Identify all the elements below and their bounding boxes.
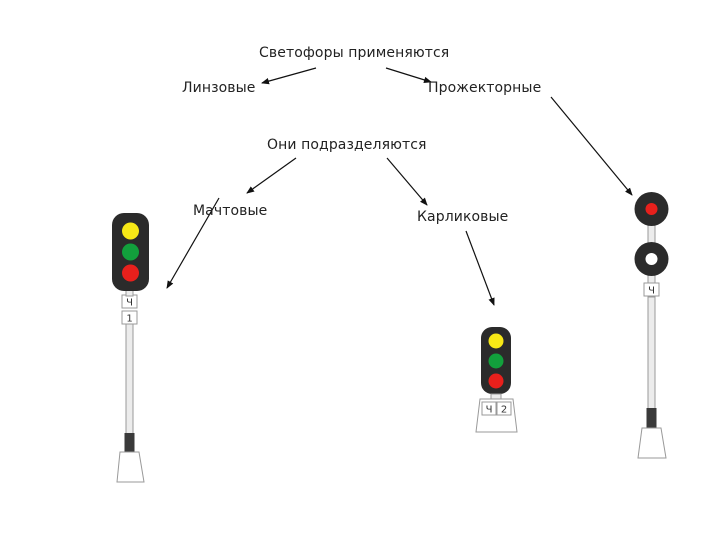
arrow-dwarf-to-signal [465, 230, 495, 306]
searchlight-upper-connector [647, 224, 656, 245]
mast-base-block [124, 433, 135, 452]
arrow-subdivision-to-dwarf [386, 157, 428, 206]
arrow-mast-to-signal [166, 197, 220, 289]
dwarf-lamp-green [488, 353, 504, 369]
lens-type-label: Линзовые [182, 80, 256, 96]
arrow-searchlight-to-signal [550, 96, 633, 196]
dwarf-neck [490, 393, 502, 400]
dwarf-plate-letter-text: Ч [486, 405, 493, 416]
searchlight-plate-letter-text: Ч [648, 286, 655, 297]
mast-signal: Ч 1 [112, 213, 149, 483]
mast-plate-number-text: 1 [126, 314, 132, 325]
arrow-root-to-lens [261, 67, 317, 85]
mast-plate-number [121, 310, 138, 325]
searchlight-base-block [646, 408, 657, 428]
dwarf-plate-letter [481, 401, 497, 416]
searchlight-pole [647, 296, 656, 410]
dwarf-signal: Ч 2 [475, 327, 518, 433]
mast-lamp-yellow [122, 222, 139, 240]
dwarf-lamp-red [488, 373, 504, 389]
mast-subtype-label: Мачтовые [193, 203, 268, 219]
root-label: Светофоры применяются [259, 45, 450, 61]
searchlight-signal: Ч [634, 192, 669, 459]
arrow-root-to-searchlight [385, 67, 432, 83]
mast-pole [125, 321, 134, 435]
searchlight-type-label: Прожекторные [428, 80, 542, 96]
mast-lamp-green [122, 243, 139, 261]
searchlight-lamp-white [645, 253, 658, 265]
subdivision-label: Они подразделяются [267, 137, 427, 153]
arrow-subdivision-to-mast [246, 157, 297, 194]
searchlight-foundation [637, 427, 667, 459]
searchlight-plate-letter [643, 282, 660, 297]
mast-lamp-red [122, 264, 139, 282]
dwarf-plate-number [496, 401, 512, 416]
searchlight-lamp-red [645, 203, 658, 215]
mast-plate-letter-text: Ч [126, 298, 133, 309]
mast-foundation [116, 451, 145, 483]
dwarf-plate-number-text: 2 [501, 405, 507, 416]
dwarf-subtype-label: Карликовые [417, 209, 509, 225]
dwarf-lamp-yellow [488, 333, 504, 349]
